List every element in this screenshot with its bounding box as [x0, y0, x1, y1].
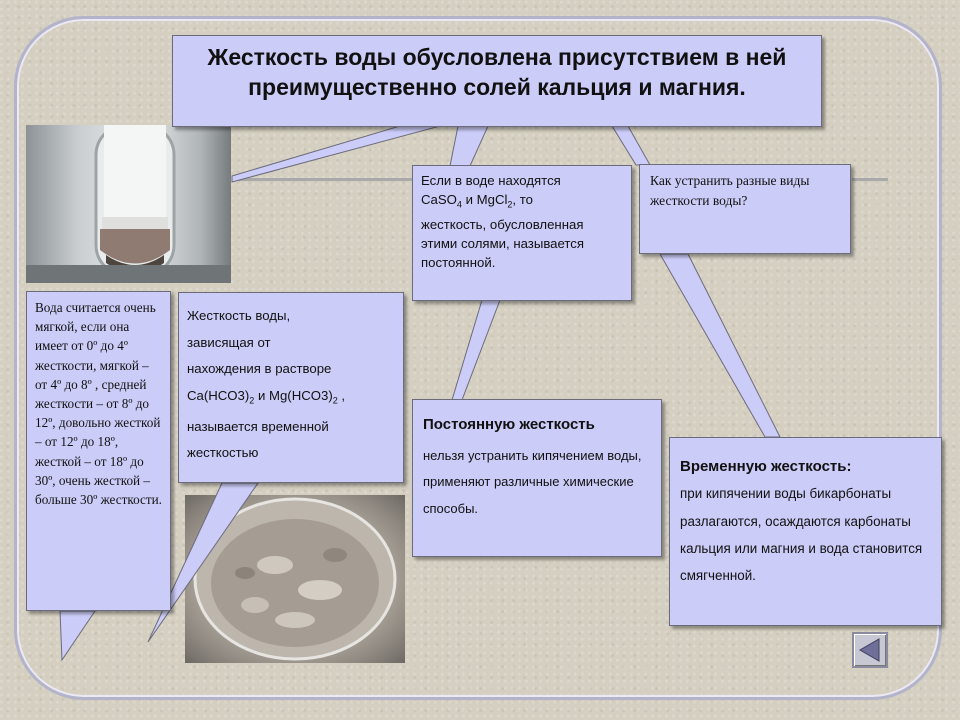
slide-frame — [14, 16, 942, 700]
temporary-def-line5: называется временной — [187, 418, 329, 434]
divider-line-left — [232, 178, 412, 181]
permanent-hardness-fix: Постоянную жесткость нельзя устранить ки… — [412, 399, 662, 557]
slide-title: Жесткость воды обусловлена присутствием … — [172, 35, 822, 127]
subscript-2b: 2 — [332, 395, 338, 406]
formula-mgcl: и MgCl — [461, 192, 508, 207]
permanent-fix-body: нельзя устранить кипячением воды, примен… — [423, 447, 642, 516]
hardness-scale-box: Вода считается очень мягкой, если она им… — [26, 291, 171, 611]
subscript-2a: 2 — [249, 395, 255, 406]
temporary-hardness-definition: Жесткость воды, зависящая от нахождения … — [178, 292, 404, 483]
formula-ca-hco3: Ca(HCO3) — [187, 387, 250, 403]
temporary-fix-heading: Временную жесткость: — [680, 458, 852, 475]
temporary-def-line3: нахождения в растворе — [187, 361, 332, 376]
temporary-hardness-fix: Временную жесткость: при кипячении воды … — [669, 437, 942, 626]
triangle-left-icon — [859, 638, 880, 662]
permanent-fix-heading: Постоянную жесткость — [423, 416, 595, 433]
subscript-4: 4 — [456, 199, 462, 210]
temporary-def-line2: зависящая от — [187, 334, 271, 350]
salt-dish-illustration — [193, 497, 397, 661]
permanent-def-formula: CaSO4 и MgCl2, то — [421, 190, 623, 215]
tail-temporary-def — [147, 482, 259, 643]
temporary-fix-body: при кипячении воды бикарбонаты разлагают… — [680, 486, 923, 584]
question-box: Как устранить разные виды жесткости воды… — [639, 164, 851, 254]
tail-permanent-fix — [451, 299, 501, 401]
tail-title-to-question — [611, 125, 651, 166]
formula-tail: , то — [512, 192, 533, 207]
subscript-2: 2 — [507, 199, 513, 210]
tail-scale — [59, 610, 96, 662]
test-tube-photo — [26, 125, 231, 283]
tail-temporary-fix — [659, 253, 781, 438]
temporary-def-formula: Ca(HCO3)2 и Mg(HCO3)2 , — [187, 383, 395, 414]
formula-caso4: CaSO — [421, 192, 457, 207]
back-button[interactable] — [852, 632, 888, 668]
divider-line-right — [852, 178, 888, 181]
permanent-def-line1: Если в воде находятся — [421, 173, 561, 188]
test-tube-illustration — [26, 125, 231, 283]
tail-title-to-tube — [231, 125, 441, 183]
temporary-def-line6: жесткостью — [187, 445, 259, 461]
tail-title-to-permanent — [449, 125, 489, 167]
formula-comma: , — [337, 387, 346, 403]
permanent-hardness-definition: Если в воде находятся CaSO4 и MgCl2, то … — [412, 165, 632, 301]
permanent-def-rest: жесткость, обусловленная этими солями, н… — [421, 216, 585, 270]
formula-mg-hco3: и Mg(HCO3) — [254, 387, 333, 403]
temporary-def-line1: Жесткость воды, — [187, 308, 291, 323]
